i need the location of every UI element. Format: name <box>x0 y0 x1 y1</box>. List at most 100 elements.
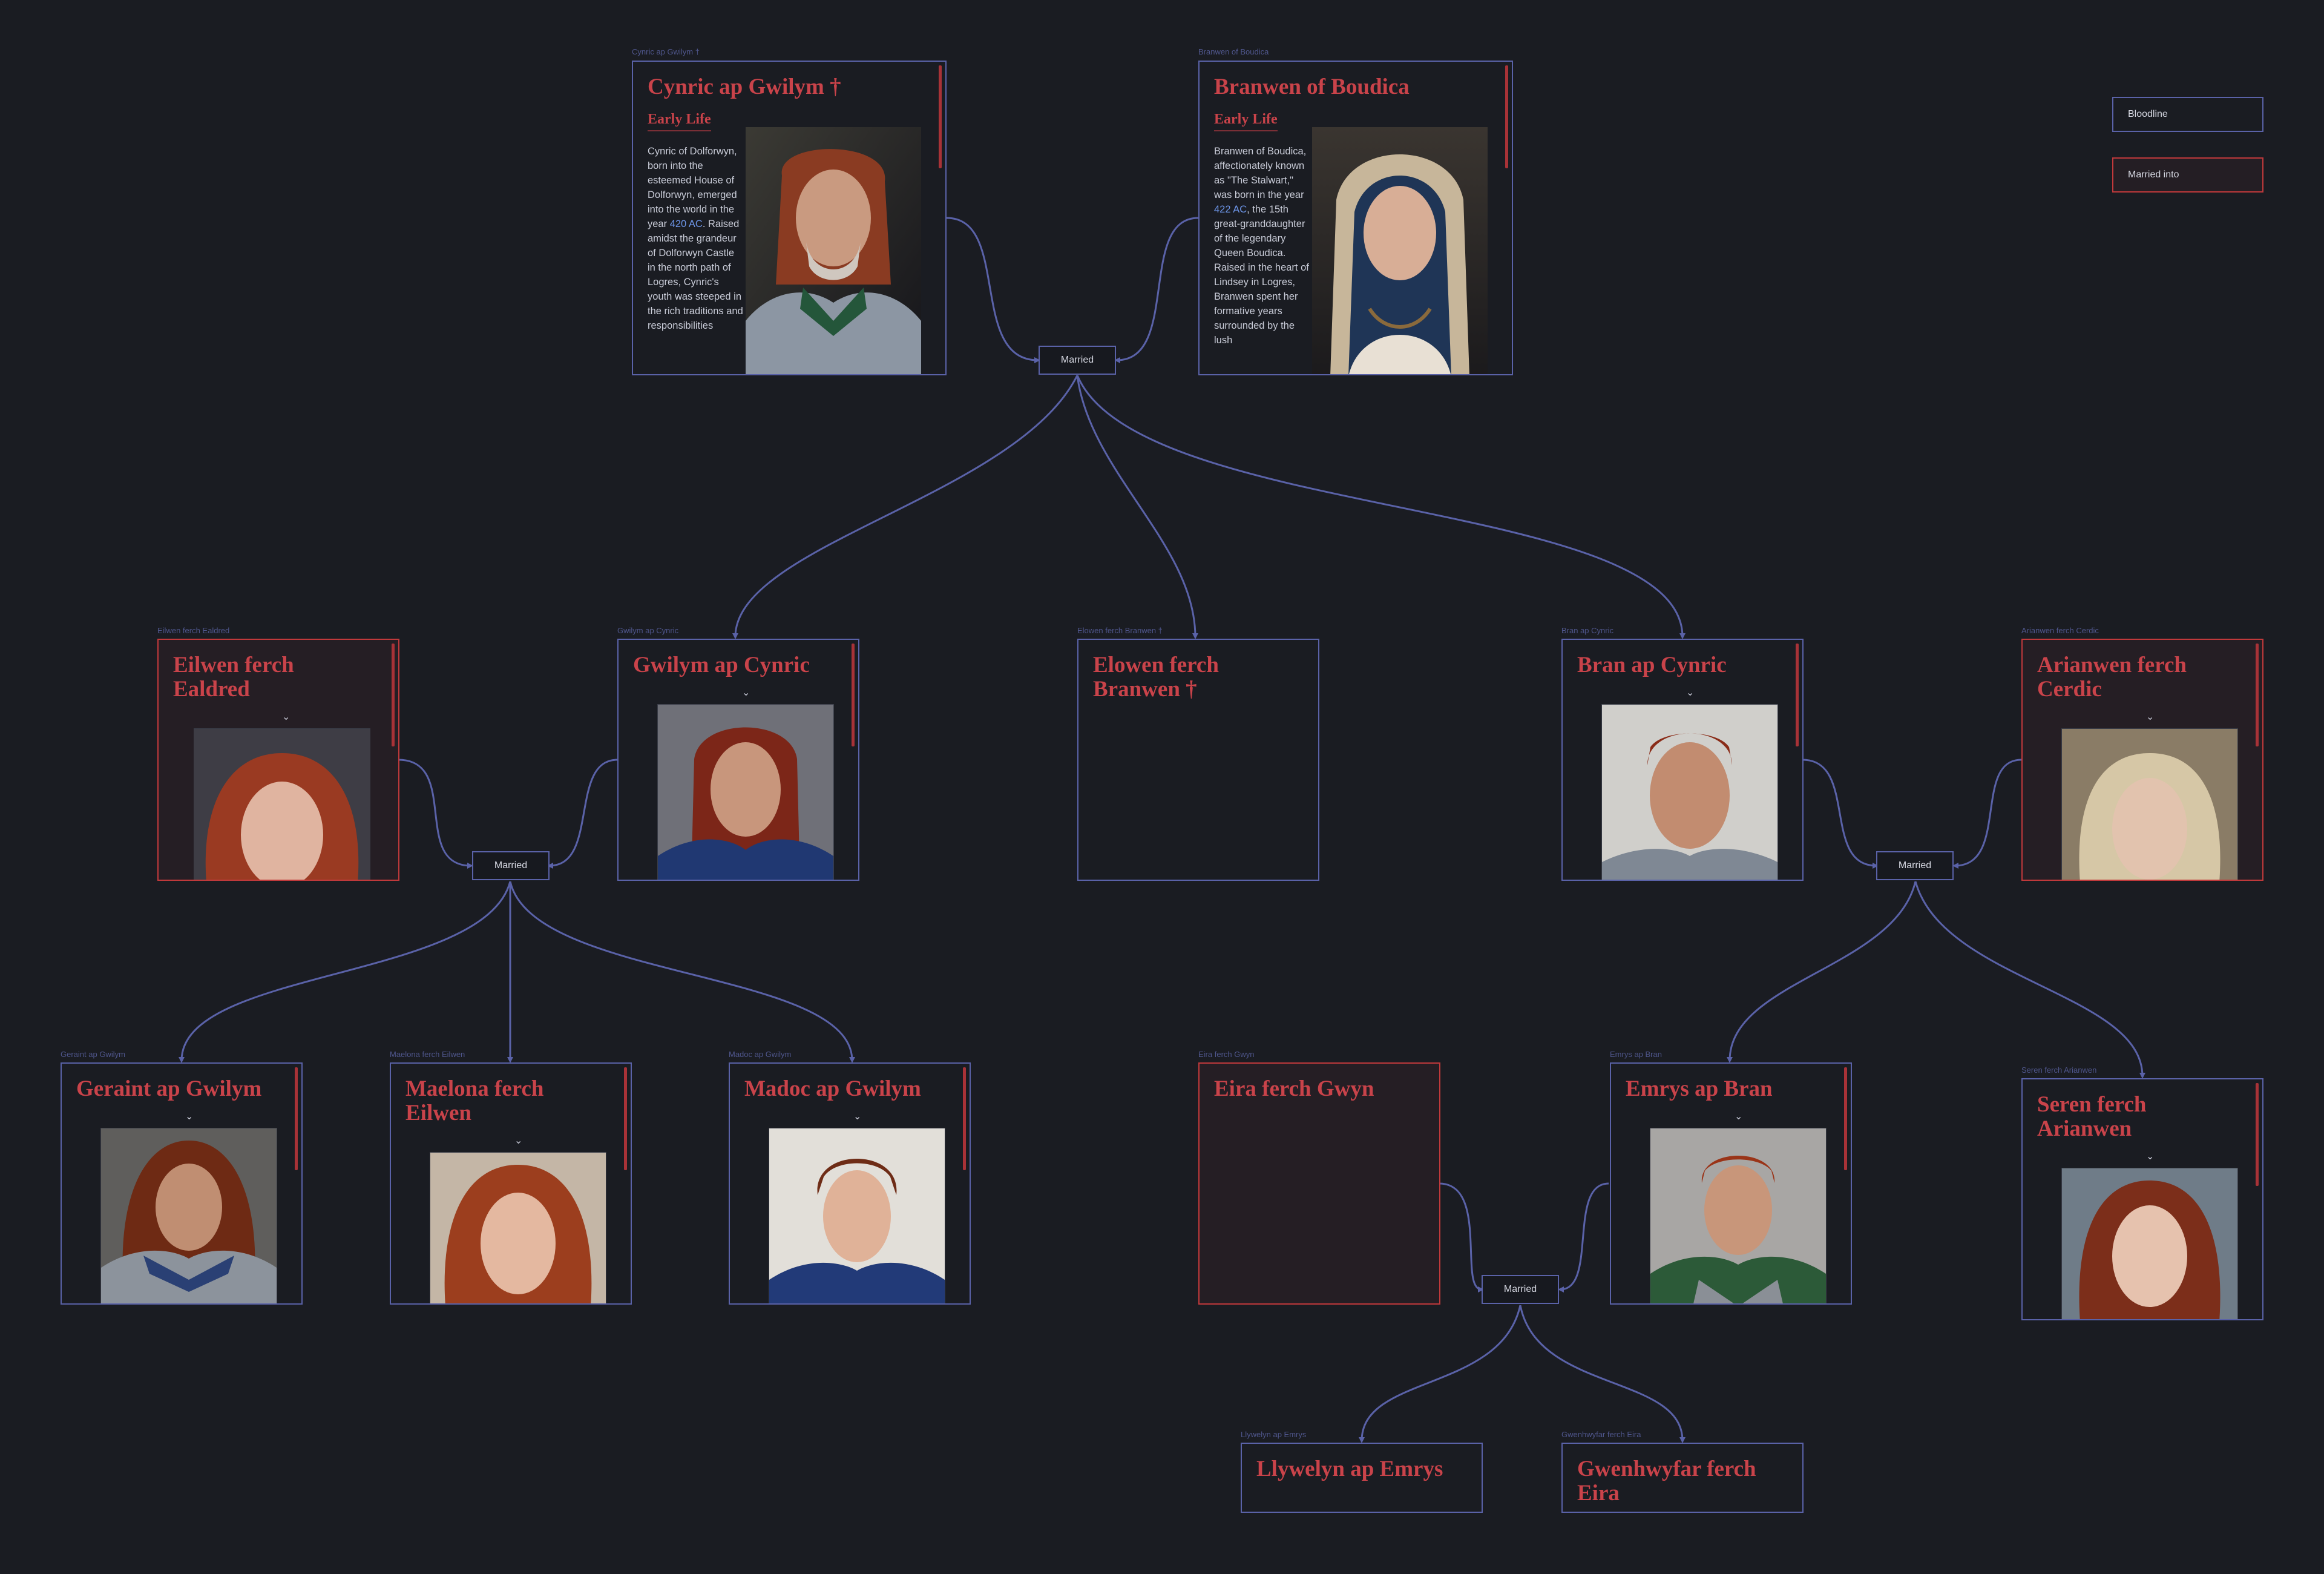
portrait-image <box>746 127 921 374</box>
portrait-maelona <box>430 1152 606 1303</box>
person-name-arianwen: Arianwen ferch Cerdic <box>2037 653 2187 702</box>
person-card-eilwen[interactable]: Eilwen ferch Ealdred ⌄ <box>157 639 399 881</box>
person-name-eilwen: Eilwen ferch Ealdred <box>173 653 294 702</box>
chevron-down-icon[interactable]: ⌄ <box>742 688 750 698</box>
portrait-image <box>1602 705 1777 880</box>
marriage-node[interactable]: Married <box>472 851 550 880</box>
legend-bloodline-label: Bloodline <box>2128 109 2168 119</box>
chevron-down-icon[interactable]: ⌄ <box>853 1111 862 1122</box>
person-card-bran[interactable]: Bran ap Cynric ⌄ <box>1561 639 1804 881</box>
person-name-emrys: Emrys ap Bran <box>1626 1076 1773 1101</box>
card-scrollbar[interactable] <box>392 644 395 746</box>
edge-marriage-elowen <box>1076 375 1198 639</box>
edge-marriage-llywelyn <box>1359 1305 1521 1443</box>
person-card-eira[interactable]: Eira ferch Gwyn <box>1198 1062 1440 1305</box>
card-scrollbar[interactable] <box>2256 1083 2259 1186</box>
person-card-elowen[interactable]: Elowen ferch Branwen † <box>1077 639 1319 881</box>
portrait-cynric <box>746 127 921 374</box>
person-card-geraint[interactable]: Geraint ap Gwilym ⌄ <box>61 1062 303 1305</box>
portrait-image <box>101 1128 277 1303</box>
marriage-node[interactable]: Married <box>1482 1275 1559 1304</box>
chevron-down-icon[interactable]: ⌄ <box>185 1111 194 1122</box>
person-card-seren[interactable]: Seren ferch Arianwen ⌄ <box>2021 1078 2263 1320</box>
portrait-gwilym <box>657 704 834 880</box>
chevron-down-icon[interactable]: ⌄ <box>1735 1111 1743 1122</box>
person-name-elowen: Elowen ferch Branwen † <box>1093 653 1219 702</box>
person-card-branwen[interactable]: Branwen of Boudica Early Life ⌄ Branwen … <box>1198 61 1513 375</box>
card-scrollbar[interactable] <box>939 65 942 168</box>
card-scrollbar[interactable] <box>1844 1067 1847 1170</box>
person-name-gwenhwyfar: Gwenhwyfar ferch Eira <box>1577 1457 1756 1506</box>
card-scrollbar[interactable] <box>2256 644 2259 746</box>
edge-marriage-gwenhwyfar <box>1519 1305 1686 1443</box>
node-label-cynric: Cynric ap Gwilym † <box>632 47 700 56</box>
year-link[interactable]: 420 AC <box>669 219 703 229</box>
person-name-madoc: Madoc ap Gwilym <box>744 1076 921 1101</box>
person-card-gwenhwyfar[interactable]: Gwenhwyfar ferch Eira <box>1561 1443 1804 1513</box>
card-scrollbar[interactable] <box>852 644 855 746</box>
marriage-node[interactable]: Married <box>1039 346 1116 375</box>
person-name-branwen: Branwen of Boudica <box>1214 74 1410 99</box>
portrait-bran <box>1601 704 1778 880</box>
person-card-arianwen[interactable]: Arianwen ferch Cerdic ⌄ <box>2021 639 2263 881</box>
person-card-gwilym[interactable]: Gwilym ap Cynric ⌄ <box>617 639 859 881</box>
edge-marriage-seren <box>1914 881 2145 1079</box>
node-label-branwen: Branwen of Boudica <box>1198 47 1269 56</box>
person-card-emrys[interactable]: Emrys ap Bran ⌄ <box>1610 1062 1852 1305</box>
legend-married-into[interactable]: Married into <box>2112 157 2263 193</box>
card-scrollbar[interactable] <box>963 1067 966 1170</box>
edge-marriage-madoc <box>509 881 855 1063</box>
edge-marriage-emrys <box>1727 881 1917 1063</box>
person-card-madoc[interactable]: Madoc ap Gwilym ⌄ <box>729 1062 971 1305</box>
card-scrollbar[interactable] <box>1505 65 1508 168</box>
person-name-eira: Eira ferch Gwyn <box>1214 1076 1374 1101</box>
marriage-node[interactable]: Married <box>1876 851 1954 880</box>
section-title-early-life[interactable]: Early Life <box>1214 111 1278 131</box>
edge-gwilym-marriage <box>547 759 618 869</box>
card-scrollbar[interactable] <box>1796 644 1799 746</box>
section-title-early-life[interactable]: Early Life <box>648 111 711 131</box>
edge-arianwen-marriage <box>1952 759 2022 869</box>
portrait-image <box>430 1153 606 1303</box>
portrait-madoc <box>769 1128 945 1303</box>
edge-eira-marriage <box>1439 1182 1484 1292</box>
year-link[interactable]: 422 AC <box>1214 204 1247 215</box>
person-card-maelona[interactable]: Maelona ferch Eilwen ⌄ <box>390 1062 632 1305</box>
chevron-down-icon[interactable]: ⌄ <box>2146 1151 2155 1162</box>
edge-emrys-marriage <box>1558 1182 1609 1292</box>
node-label-bran: Bran ap Cynric <box>1561 626 1613 635</box>
chevron-down-icon[interactable]: ⌄ <box>514 1136 523 1146</box>
chevron-down-icon[interactable]: ⌄ <box>1686 688 1695 698</box>
person-name-maelona: Maelona ferch Eilwen <box>405 1076 544 1125</box>
edge-marriage-gwilym <box>732 375 1078 639</box>
portrait-image <box>1312 127 1488 374</box>
person-name-gwilym: Gwilym ap Cynric <box>633 653 810 677</box>
person-name-geraint: Geraint ap Gwilym <box>76 1076 262 1101</box>
card-scrollbar[interactable] <box>295 1067 298 1170</box>
node-label-arianwen: Arianwen ferch Cerdic <box>2021 626 2099 635</box>
person-name-llywelyn: Llywelyn ap Emrys <box>1256 1457 1443 1481</box>
node-label-gwenhwyfar: Gwenhwyfar ferch Eira <box>1561 1430 1641 1439</box>
portrait-geraint <box>100 1128 277 1303</box>
node-label-eilwen: Eilwen ferch Ealdred <box>157 626 230 635</box>
biography-text-cynric: Cynric of Dolforwyn, born into the estee… <box>648 146 743 331</box>
node-label-elowen: Elowen ferch Branwen † <box>1077 626 1163 635</box>
legend-married-into-label: Married into <box>2128 170 2179 180</box>
chevron-down-icon[interactable]: ⌄ <box>2146 712 2155 722</box>
person-card-llywelyn[interactable]: Llywelyn ap Emrys <box>1241 1443 1483 1513</box>
portrait-arianwen <box>2061 728 2238 880</box>
edge-marriage-bran <box>1076 375 1686 639</box>
edge-bran-marriage <box>1802 759 1879 869</box>
node-label-geraint: Geraint ap Gwilym <box>61 1050 125 1059</box>
chevron-down-icon[interactable]: ⌄ <box>282 712 290 722</box>
portrait-image <box>658 705 833 880</box>
person-name-seren: Seren ferch Arianwen <box>2037 1092 2147 1141</box>
legend-bloodline[interactable]: Bloodline <box>2112 97 2263 132</box>
person-card-cynric[interactable]: Cynric ap Gwilym † Early Life ⌄ Cynric o… <box>632 61 947 375</box>
card-scrollbar[interactable] <box>624 1067 627 1170</box>
portrait-seren <box>2061 1168 2238 1319</box>
portrait-image <box>194 729 370 880</box>
person-name-cynric: Cynric ap Gwilym † <box>648 74 841 99</box>
edge-cynric-marriage <box>946 217 1040 363</box>
